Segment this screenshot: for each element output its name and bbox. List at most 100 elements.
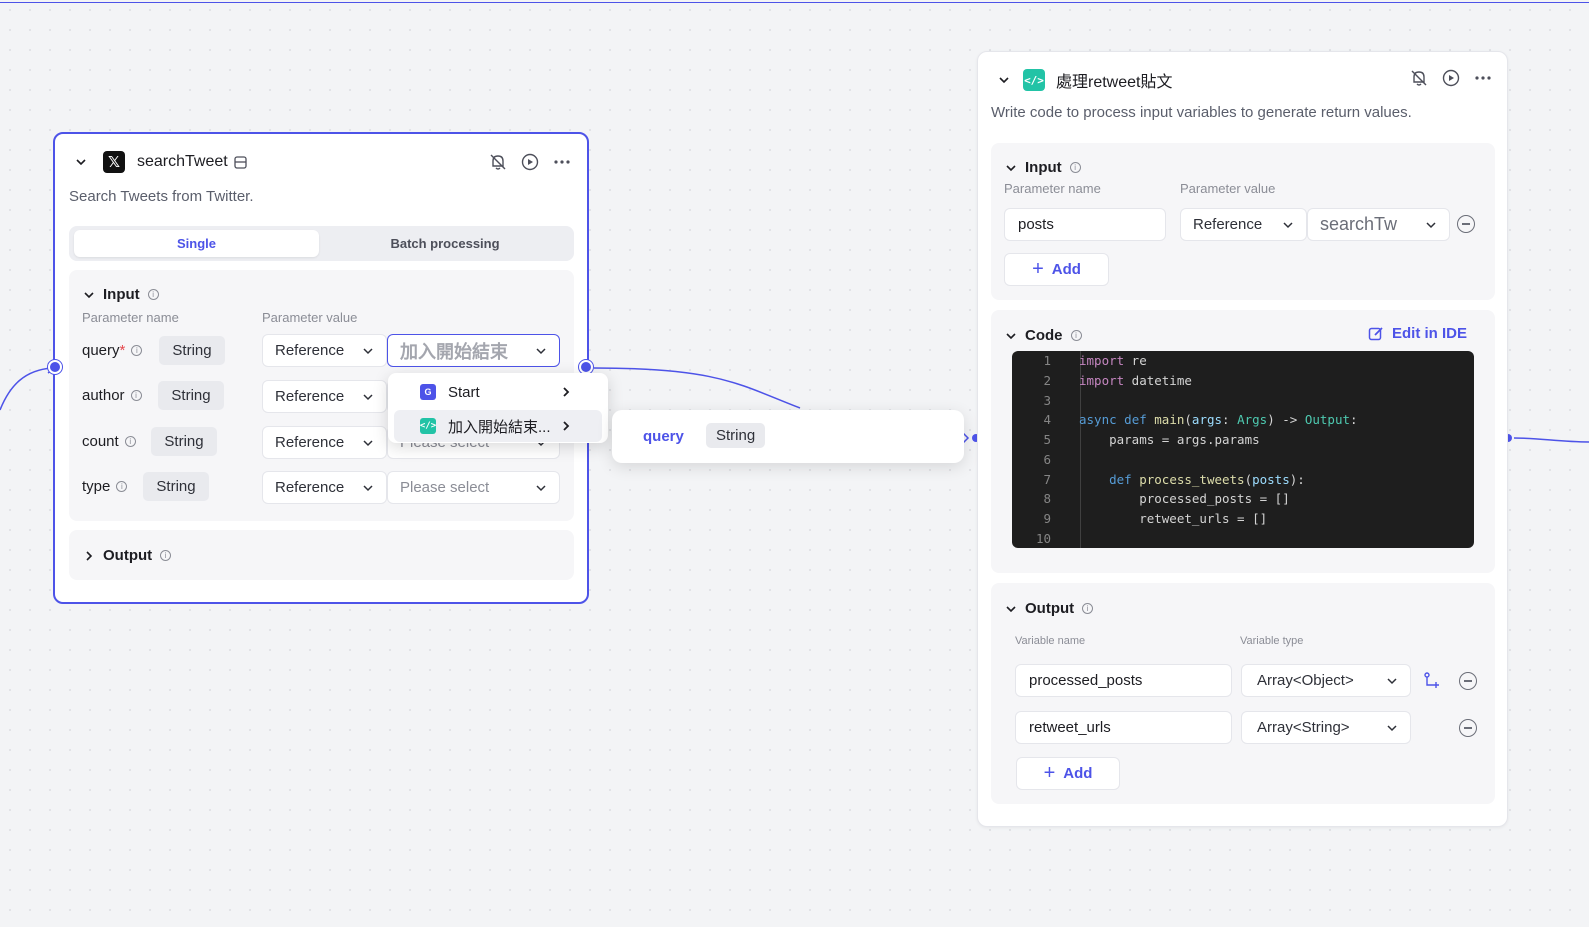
- run-icon[interactable]: [1442, 69, 1460, 87]
- source-select-label: Reference: [1193, 216, 1263, 233]
- source-select-posts[interactable]: Reference: [1180, 208, 1307, 241]
- remove-param-icon[interactable]: [1457, 215, 1475, 233]
- dropdown-item-start[interactable]: G Start: [394, 376, 602, 408]
- add-output-button[interactable]: + Add: [1016, 757, 1120, 790]
- value-select-posts[interactable]: searchTw: [1307, 208, 1450, 241]
- tooltip-variable-type: String: [706, 423, 766, 448]
- output-section-title: Output: [1025, 600, 1075, 617]
- variable-name-header: Variable name: [1015, 635, 1086, 647]
- more-icon[interactable]: [1474, 69, 1492, 87]
- code-node-description: Write code to process input variables to…: [991, 104, 1412, 121]
- chevron-right-icon: [563, 421, 570, 431]
- run-icon[interactable]: [521, 153, 539, 171]
- code-node-header: </> 處理retweet貼文: [998, 68, 1172, 92]
- code-line: 9 retweet_urls = []: [1012, 509, 1474, 529]
- info-icon: i: [160, 550, 172, 561]
- dropdown-item-label: Start: [448, 383, 480, 401]
- line-number: 10: [1035, 530, 1051, 546]
- input-section-header[interactable]: Input i: [1005, 159, 1081, 176]
- search-node-output-port[interactable]: [579, 360, 593, 374]
- search-node-input-port[interactable]: [48, 360, 62, 374]
- param-name-type: type i: [82, 478, 128, 495]
- remove-output-icon[interactable]: [1459, 672, 1477, 690]
- param-label: author: [82, 387, 125, 404]
- source-select-count[interactable]: Reference: [262, 426, 387, 459]
- output-var-name-retweet-urls[interactable]: retweet_urls: [1015, 711, 1232, 744]
- output-var-name-processed-posts[interactable]: processed_posts: [1015, 664, 1232, 697]
- code-icon: </>: [1023, 69, 1045, 91]
- param-type-tag: String: [151, 427, 217, 456]
- tab-single[interactable]: Single: [74, 230, 319, 257]
- code-line: 3: [1012, 390, 1474, 410]
- indent-guide: [1080, 351, 1081, 548]
- type-select-label: Array<String>: [1257, 719, 1350, 736]
- input-section-title: Input: [1025, 159, 1062, 176]
- input-section-header[interactable]: Input i: [83, 286, 159, 303]
- canvas-top-border: [0, 2, 1589, 3]
- code-line: 5 params = args.params: [1012, 430, 1474, 450]
- source-select-type[interactable]: Reference: [262, 471, 387, 504]
- code-node-output-port[interactable]: [1504, 434, 1512, 442]
- search-node-title: searchTweet: [137, 153, 228, 170]
- source-select-label: Reference: [275, 434, 345, 451]
- code-section-title: Code: [1025, 327, 1063, 344]
- value-select-query[interactable]: 加入開始結束: [387, 334, 560, 367]
- code-section-header[interactable]: Code i: [1005, 327, 1082, 344]
- line-number: 8: [1043, 491, 1051, 507]
- output-section-header[interactable]: Output i: [83, 547, 172, 564]
- chevron-down-icon: [1283, 221, 1293, 228]
- edit-in-ide-button[interactable]: Edit in IDE: [1368, 325, 1467, 342]
- bell-off-icon[interactable]: [1410, 69, 1428, 87]
- tab-batch-processing[interactable]: Batch processing: [390, 236, 500, 251]
- more-icon[interactable]: [553, 153, 571, 171]
- plus-icon: +: [1043, 762, 1056, 784]
- dropdown-item-code-node[interactable]: </> 加入開始結束...: [394, 410, 602, 442]
- param-label: query: [82, 342, 120, 359]
- param-type-tag: String: [159, 336, 225, 365]
- remove-output-icon[interactable]: [1459, 719, 1477, 737]
- code-node-input-port[interactable]: [972, 434, 980, 442]
- value-select-type[interactable]: Please select: [387, 471, 560, 504]
- source-select-query[interactable]: Reference: [262, 334, 387, 367]
- param-name-query: query* i: [82, 342, 143, 359]
- add-input-button[interactable]: + Add: [1004, 253, 1109, 286]
- edge-incoming: [0, 367, 53, 411]
- param-name-input-posts[interactable]: posts: [1004, 208, 1166, 241]
- info-icon: i: [1082, 603, 1094, 614]
- dropdown-item-label: 加入開始結束...: [448, 418, 551, 436]
- code-output-section: Output i Variable name Variable type pro…: [991, 583, 1495, 804]
- code-node[interactable]: </> 處理retweet貼文 Write code to process in…: [977, 51, 1508, 827]
- value-select-label: searchTw: [1320, 214, 1398, 234]
- param-label: type: [82, 478, 111, 495]
- chevron-down-icon: [1387, 677, 1397, 684]
- param-name-count: count i: [82, 433, 136, 450]
- value-select-label: 加入開始結束: [400, 341, 508, 362]
- tooltip-variable-name: query: [643, 428, 684, 445]
- search-tweet-node[interactable]: 𝕏 searchTweet Search Tweets from Twitter…: [53, 132, 589, 604]
- info-icon: i: [147, 289, 159, 300]
- line-number: 4: [1043, 412, 1051, 428]
- chevron-right-icon: [86, 550, 93, 561]
- info-icon: i: [131, 345, 143, 356]
- source-select-author[interactable]: Reference: [262, 380, 387, 413]
- value-select-label: Please select: [400, 479, 490, 496]
- input-chevron-icon: [1006, 164, 1016, 171]
- collapse-chevron-icon[interactable]: [75, 156, 87, 168]
- bell-off-icon[interactable]: [489, 153, 507, 171]
- output-var-type-processed-posts[interactable]: Array<Object>: [1241, 664, 1411, 697]
- chevron-down-icon: [363, 484, 373, 491]
- collapse-chevron-icon[interactable]: [998, 74, 1010, 86]
- line-number: 6: [1043, 451, 1051, 467]
- param-name-header: Parameter name: [82, 310, 179, 325]
- output-section-header[interactable]: Output i: [1005, 600, 1094, 617]
- chevron-down-icon: [536, 347, 546, 354]
- edge-search-to-code: [593, 367, 801, 409]
- output-var-type-retweet-urls[interactable]: Array<String>: [1241, 711, 1411, 744]
- reference-dropdown-menu: G Start </> 加入開始結束...: [388, 373, 608, 443]
- add-child-icon[interactable]: [1423, 672, 1441, 690]
- variable-type-header: Variable type: [1240, 635, 1304, 647]
